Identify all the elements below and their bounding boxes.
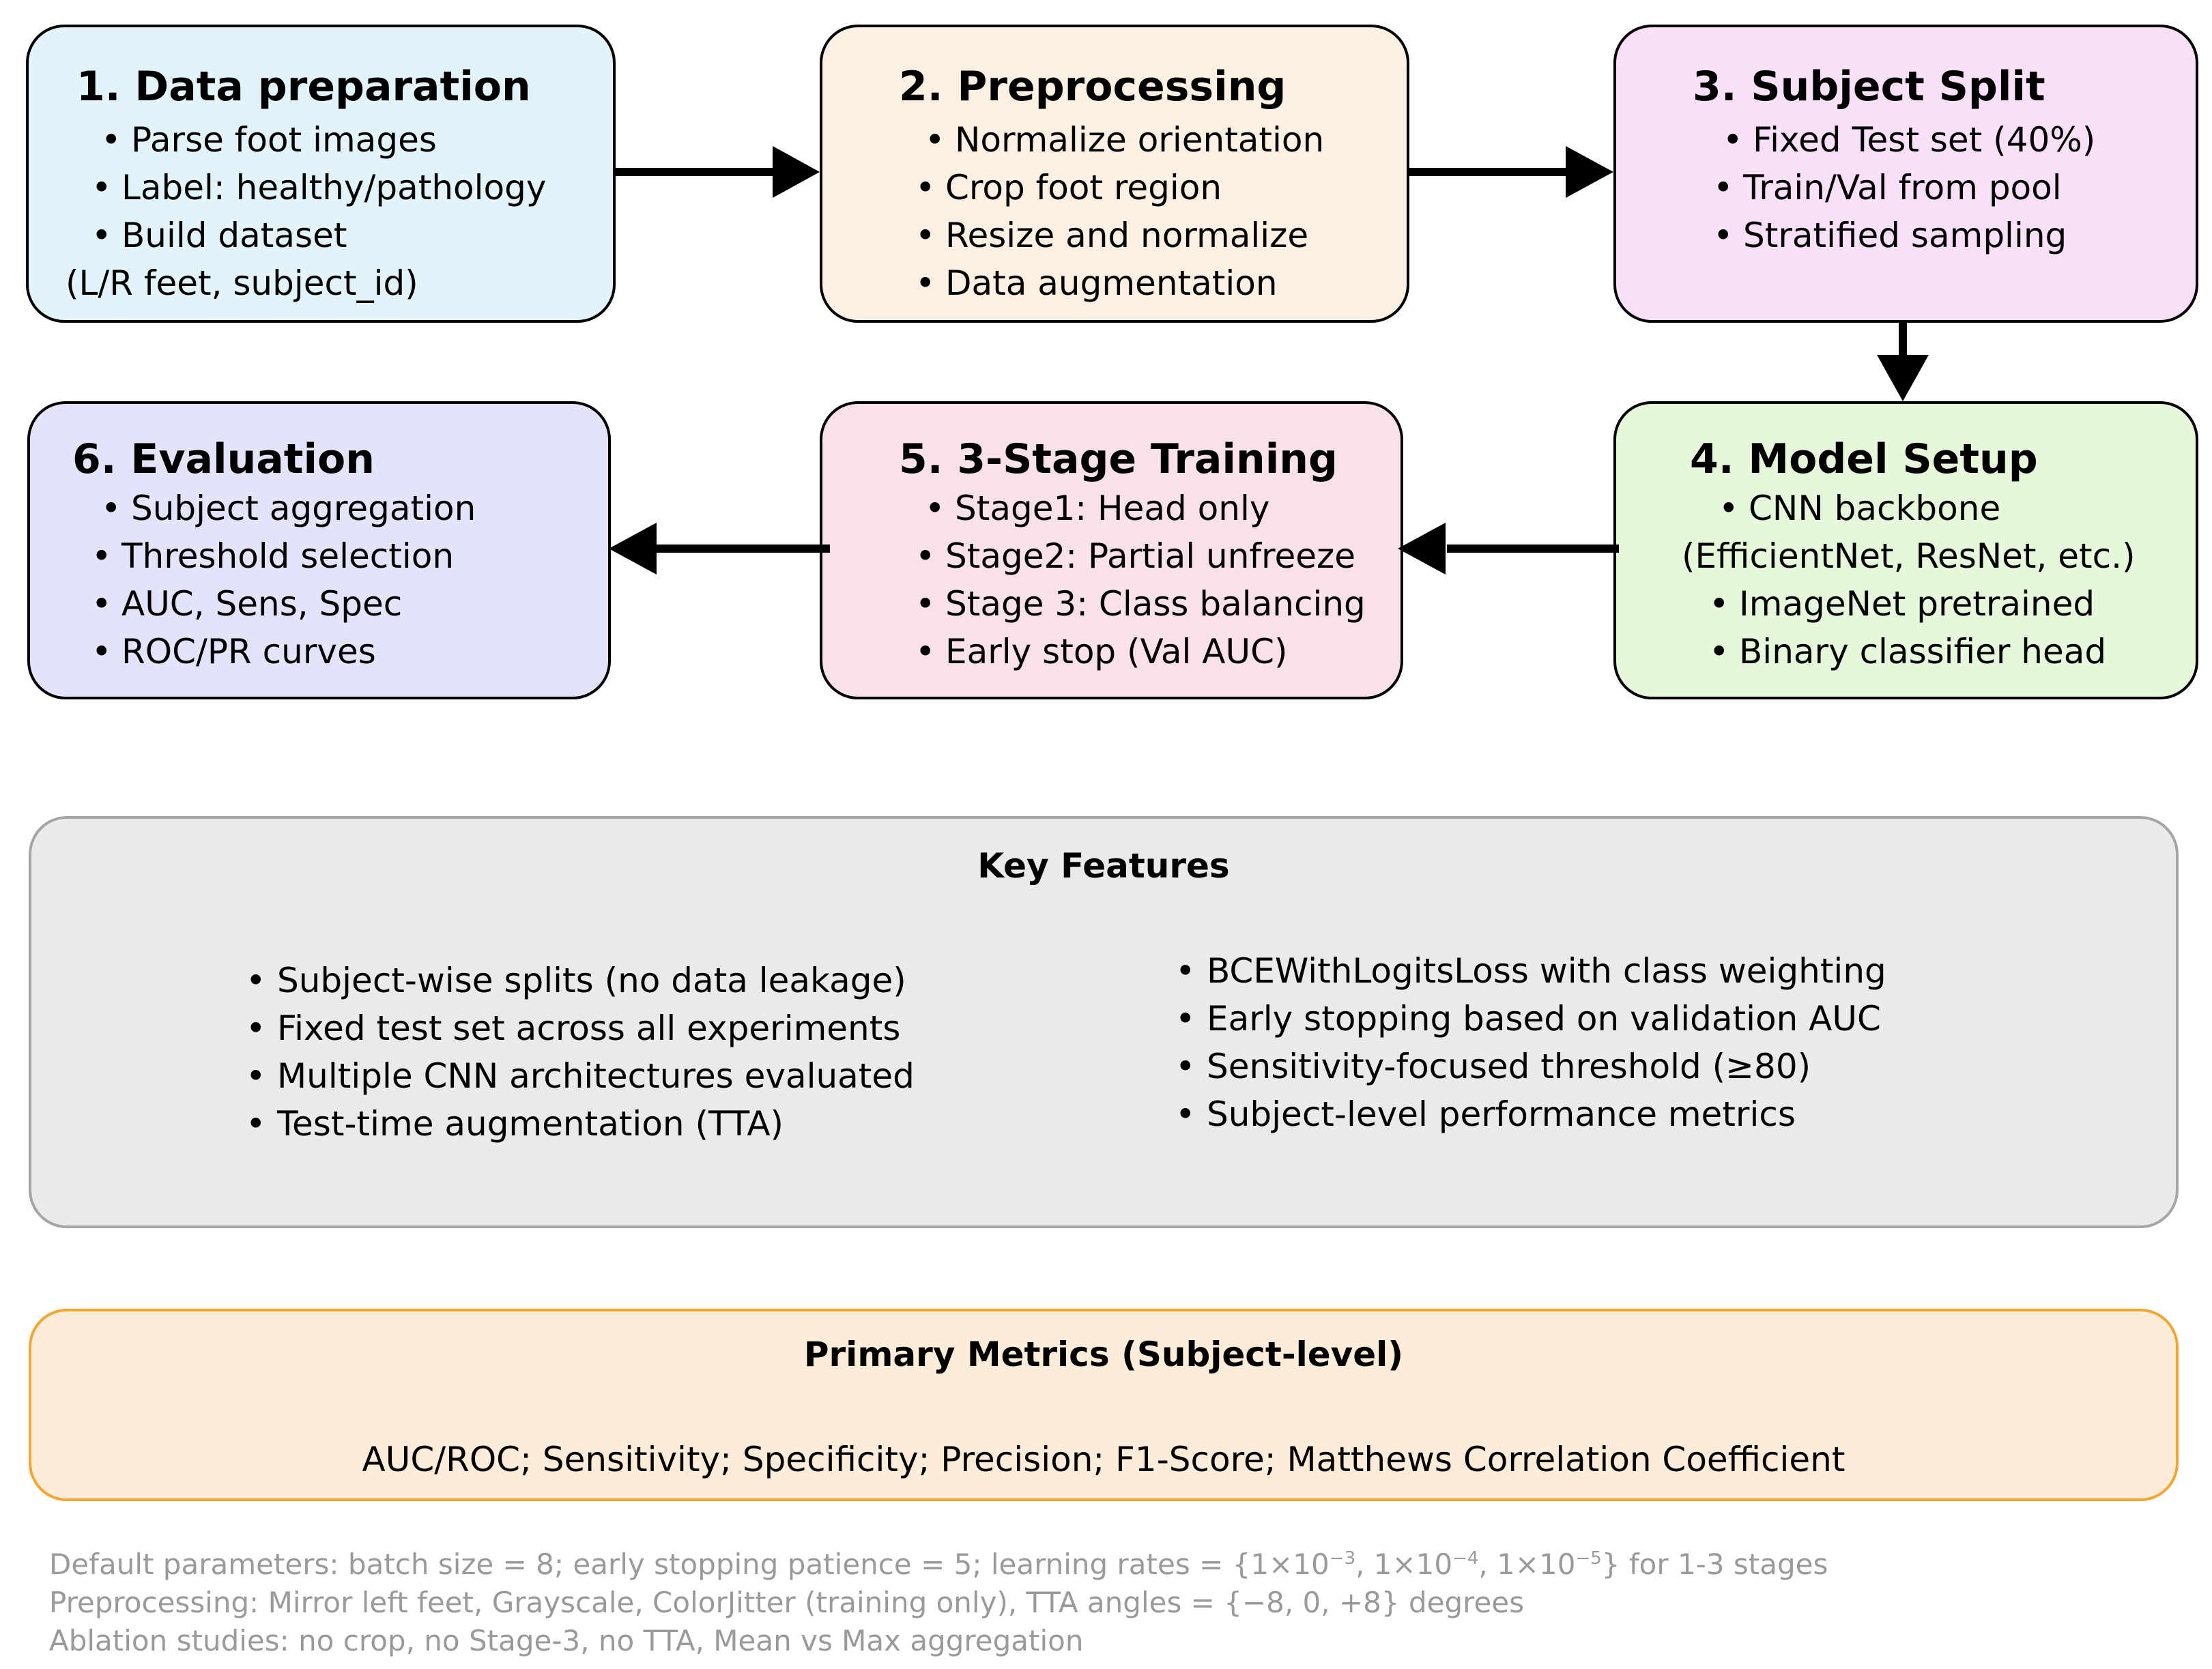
step-item: ROC/PR curves [91,635,376,669]
step-item: ImageNet pretrained [1709,587,2095,621]
feature-item: Early stopping based on validation AUC [1175,1002,1881,1036]
step-item: Early stop (Val AUC) [915,635,1287,669]
step-item: Fixed Test set (40%) [1723,123,2095,157]
step-item: Threshold selection [91,539,454,573]
step-item: Label: healthy/pathology [91,171,546,205]
primary-metrics-text: AUC/ROC; Sensitivity; Specificity; Preci… [362,1440,1845,1479]
primary-metrics-title: Primary Metrics (Subject-level) [803,1335,1404,1374]
feature-item: Sensitivity-focused threshold (≥80) [1175,1049,1811,1084]
note-preprocessing: Preprocessing: Mirror left feet, Graysca… [49,1586,1525,1619]
feature-item: BCEWithLogitsLoss with class weighting [1175,954,1886,988]
step-item: Binary classifier head [1709,635,2106,669]
note-ablation: Ablation studies: no crop, no Stage-3, n… [49,1624,1084,1657]
step-item: Stage2: Partial unfreeze [915,539,1355,573]
step-title: 1. Data preparation [76,63,531,111]
step-box-subject-split: 3. Subject Split Fixed Test set (40%) Tr… [1613,25,2198,323]
step-item: CNN backbone [1719,491,2000,525]
arrow-5-to-6 [609,523,830,575]
step-box-3-stage-training: 5. 3-Stage Training Stage1: Head only St… [820,401,1403,699]
arrow-4-to-5 [1398,523,1619,575]
step-title: 4. Model Setup [1690,435,2038,483]
feature-item: Multiple CNN architectures evaluated [246,1059,915,1093]
step-item: Stage1: Head only [925,491,1269,525]
flow-arrows [609,146,1929,575]
step-box-model-setup: 4. Model Setup CNN backbone (EfficientNe… [1613,401,2198,699]
step-title: 5. 3-Stage Training [899,435,1338,483]
step-item-extra: (L/R feet, subject_id) [66,263,418,303]
arrow-1-to-2 [616,146,820,198]
step-item: Crop foot region [915,171,1222,205]
step-title: 2. Preprocessing [899,63,1287,111]
step-item: AUC, Sens, Spec [91,587,402,621]
step-item: Subject aggregation [101,491,476,525]
step-item: Data augmentation [915,266,1277,300]
key-features-panel: Key Features Subject-wise splits (no dat… [29,816,2179,1228]
key-features-title: Key Features [977,846,1230,886]
feature-item: Test-time augmentation (TTA) [246,1107,784,1141]
feature-item: Fixed test set across all experiments [246,1011,900,1045]
step-item: Train/Val from pool [1713,171,2062,205]
step-item: Normalize orientation [925,123,1324,157]
step-item-extra: (EfficientNet, ResNet, etc.) [1682,536,2136,576]
step-box-data-preparation: 1. Data preparation Parse foot images La… [26,25,616,323]
step-item: Resize and normalize [915,218,1308,252]
step-box-preprocessing: 2. Preprocessing Normalize orientation C… [820,25,1409,323]
step-item: Parse foot images [101,123,437,157]
step-box-evaluation: 6. Evaluation Subject aggregation Thresh… [27,401,611,699]
primary-metrics-panel: Primary Metrics (Subject-level) AUC/ROC;… [29,1309,2179,1501]
feature-item: Subject-wise splits (no data leakage) [246,963,906,998]
note-default-parameters: Default parameters: batch size = 8; earl… [49,1548,1828,1581]
step-title: 6. Evaluation [72,435,375,483]
step-item: Stage 3: Class balancing [915,587,1366,621]
arrow-3-to-4 [1877,323,1929,401]
arrow-2-to-3 [1409,146,1613,198]
feature-item: Subject-level performance metrics [1175,1097,1796,1131]
step-item: Stratified sampling [1713,218,2067,252]
step-title: 3. Subject Split [1693,63,2045,111]
step-item: Build dataset [91,218,347,252]
